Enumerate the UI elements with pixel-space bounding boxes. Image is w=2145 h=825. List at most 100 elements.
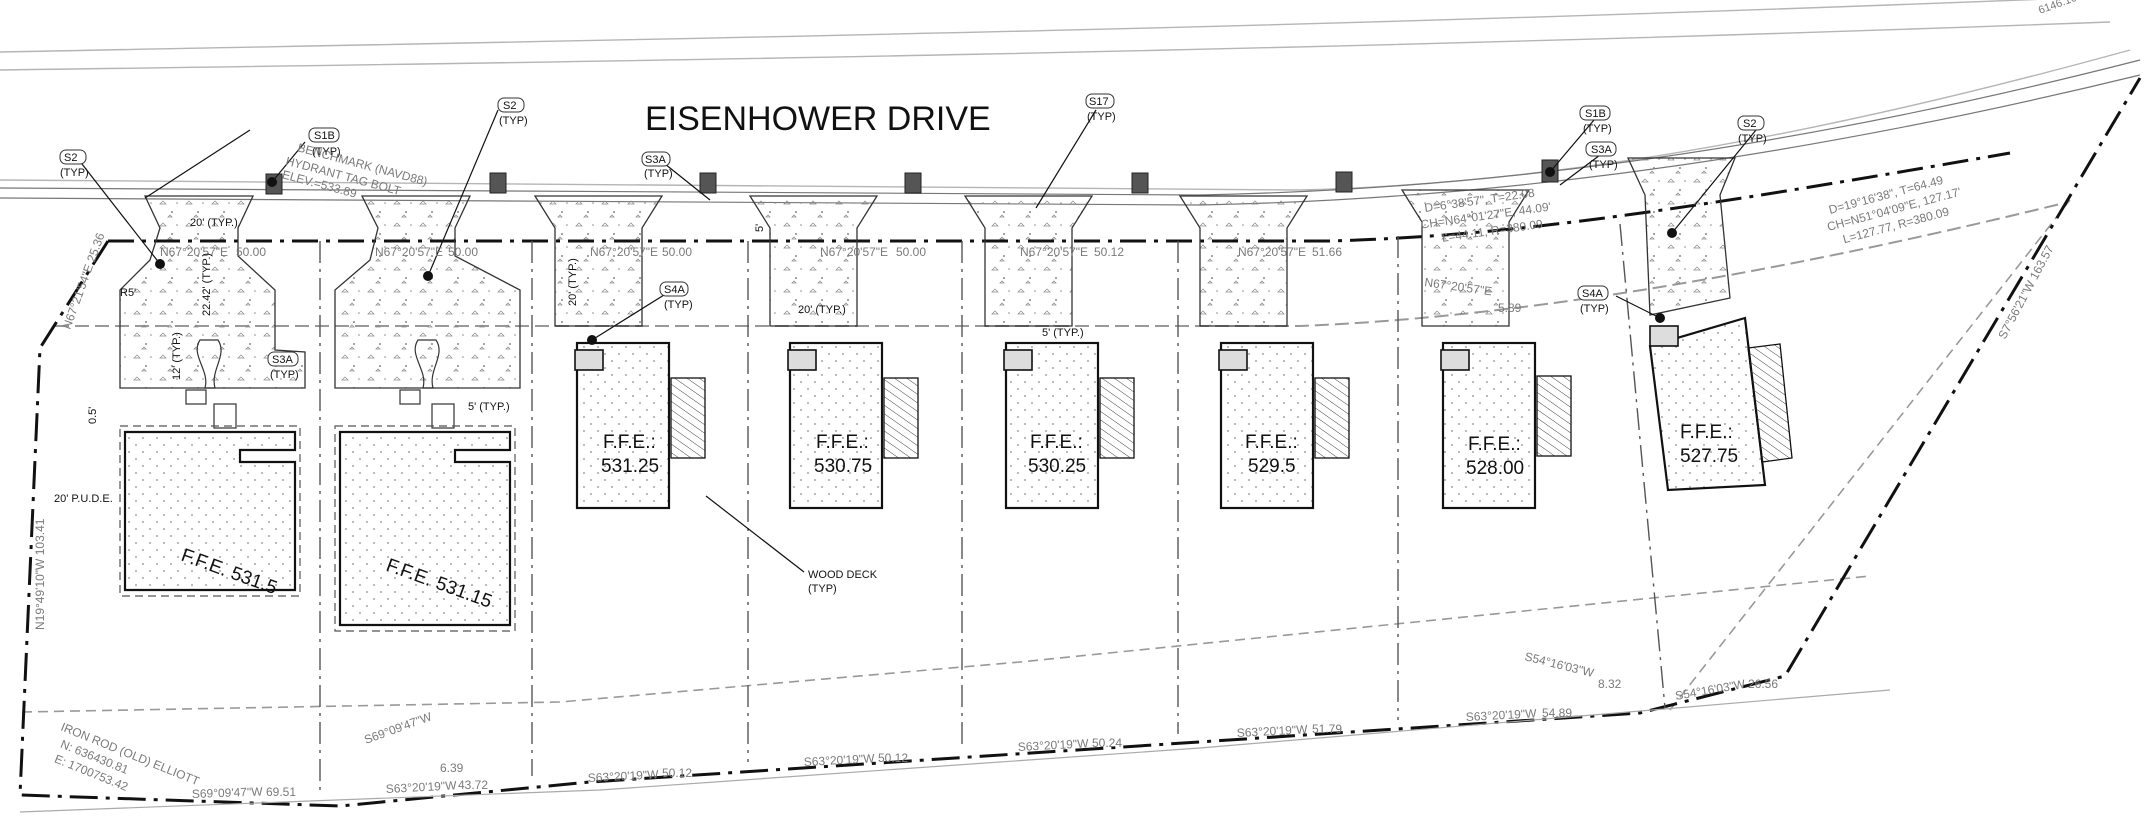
svg-text:N19°49'10"W 103.41: N19°49'10"W 103.41	[33, 518, 47, 630]
house-setbacks	[119, 425, 516, 632]
svg-text:N67°20'57"E: N67°20'57"E	[1020, 245, 1088, 259]
svg-text:(TYP): (TYP)	[1583, 123, 1612, 135]
callout-bubbles	[59, 93, 1765, 367]
ffe-lot-4-label: F.F.E.:	[816, 432, 869, 453]
svg-text:5' (TYP.): 5' (TYP.)	[1042, 327, 1084, 339]
ffe-lot-7-label: F.F.E.:	[1468, 434, 1521, 455]
svg-text:S54°16'03"W: S54°16'03"W	[1523, 649, 1596, 680]
svg-text:43.72: 43.72	[458, 778, 488, 792]
ffe-lot-5-label: F.F.E.:	[1030, 432, 1083, 453]
svg-text:N67°20'57"E: N67°20'57"E	[590, 245, 658, 259]
svg-text:(TYP): (TYP)	[1087, 111, 1116, 123]
svg-text:50.00: 50.00	[896, 245, 926, 259]
svg-text:5' (TYP.): 5' (TYP.)	[468, 401, 510, 413]
svg-text:N67°20'57"E: N67°20'57"E	[820, 245, 888, 259]
svg-text:(TYP): (TYP)	[312, 146, 341, 158]
svg-text:S69°09'47"W: S69°09'47"W	[362, 709, 434, 747]
east-easement-line	[1669, 199, 2071, 711]
house-lot-8	[1648, 316, 1767, 492]
callout-s3a-c: S3A	[272, 354, 293, 366]
svg-text:69.51: 69.51	[266, 785, 296, 799]
callout-s1b-a: S1B	[314, 130, 335, 142]
front-lot-line	[108, 151, 2011, 243]
svg-text:(TYP): (TYP)	[1580, 303, 1609, 315]
svg-text:50.12: 50.12	[878, 751, 908, 765]
svg-text:S63°20'19"W: S63°20'19"W	[803, 751, 875, 769]
svg-text:20' (TYP.): 20' (TYP.)	[190, 217, 238, 229]
ffe-lot-3-label: F.F.E.:	[603, 432, 656, 453]
svg-text:0.5': 0.5'	[87, 407, 99, 424]
svg-text:8.32: 8.32	[1598, 677, 1622, 691]
svg-text:N67°20'57"E: N67°20'57"E	[1238, 245, 1306, 259]
svg-text:6.39: 6.39	[440, 761, 464, 775]
svg-text:S63°20'19"W: S63°20'19"W	[587, 767, 659, 785]
property-boundary	[18, 77, 2142, 808]
svg-text:20' P.U.D.E.: 20' P.U.D.E.	[54, 493, 113, 505]
svg-text:12' (TYP.): 12' (TYP.)	[171, 332, 183, 380]
road-lines	[0, 0, 2131, 191]
front-bearings: N67°20'57"E 50.00 N67°20'57"E 50.00 N67°20…	[160, 245, 1522, 315]
svg-text:50.00: 50.00	[662, 245, 692, 259]
callout-s17: S17	[1089, 96, 1109, 108]
house-lot-1	[123, 430, 297, 592]
svg-text:20' (TYP.): 20' (TYP.)	[567, 258, 579, 306]
svg-text:(TYP): (TYP)	[664, 299, 693, 311]
svg-text:22.42' (TYP.): 22.42' (TYP.)	[201, 253, 213, 316]
svg-text:S54°16'03"W: S54°16'03"W	[1674, 677, 1747, 703]
callout-s3a-a: S3A	[645, 154, 666, 166]
svg-text:50.24: 50.24	[1092, 736, 1122, 750]
svg-text:5': 5'	[754, 224, 766, 232]
house-lot-2	[338, 430, 512, 627]
svg-text:(TYP): (TYP)	[1589, 159, 1618, 171]
callout-s4a-a: S4A	[664, 284, 685, 296]
callout-s2-a: S2	[64, 152, 77, 164]
svg-text:20' (TYP.): 20' (TYP.)	[798, 304, 846, 316]
front-walks	[185, 339, 455, 429]
svg-text:50.12: 50.12	[1094, 245, 1124, 259]
svg-text:N67°21'54"E 25.36: N67°21'54"E 25.36	[60, 231, 108, 331]
callout-s3a-b: S3A	[1591, 144, 1612, 156]
svg-text:N67°20'57"E: N67°20'57"E	[160, 245, 228, 259]
svg-text:51.79: 51.79	[1312, 722, 1342, 736]
utility-boxes	[265, 159, 1559, 195]
wood-deck-label: WOOD DECK	[808, 569, 878, 581]
svg-text:54.89: 54.89	[1542, 706, 1572, 720]
svg-text:50.00: 50.00	[236, 245, 266, 259]
ffe-lot-8-value: 527.75	[1680, 446, 1738, 467]
road-name: EISENHOWER DRIVE	[645, 100, 991, 138]
svg-text:S63°20'19"W: S63°20'19"W	[1017, 736, 1089, 754]
svg-text:S69°09'47"W: S69°09'47"W	[192, 785, 264, 801]
dimension-labels: 20' (TYP.) 20' (TYP.) 5' (TYP.) 5' (TYP.…	[54, 217, 1084, 505]
svg-text:N67°20'57"E: N67°20'57"E	[375, 245, 443, 259]
svg-text:S63°20'19"W: S63°20'19"W	[1236, 722, 1308, 740]
lot-dividers	[319, 223, 1666, 792]
rear-walk-line	[19, 689, 1891, 813]
callout-s2-b: S2	[503, 100, 516, 112]
wood-decks	[670, 343, 1793, 463]
ffe-lot-3-value: 531.25	[601, 456, 659, 477]
setback-line	[55, 203, 2061, 327]
callout-s1b-b: S1B	[1585, 108, 1606, 120]
svg-text:(TYP): (TYP)	[60, 167, 89, 179]
ffe-lot-7-value: 528.00	[1466, 458, 1524, 479]
callout-s4a-b: S4A	[1582, 288, 1603, 300]
svg-text:R5': R5'	[120, 287, 136, 299]
houses	[123, 316, 1767, 627]
leaders	[81, 109, 1757, 573]
driveways	[119, 157, 1736, 389]
porches	[574, 325, 1679, 371]
svg-text:5.89: 5.89	[1498, 301, 1522, 315]
svg-text:S63°20'19"W: S63°20'19"W	[1465, 706, 1537, 724]
svg-text:(TYP): (TYP)	[499, 115, 528, 127]
corner-coordinate: 6146.16	[2037, 0, 2078, 17]
ffe-lot-4-value: 530.75	[814, 456, 872, 477]
svg-text:S7°56'21"W 163.57: S7°56'21"W 163.57	[1995, 243, 2056, 342]
svg-text:50.12: 50.12	[662, 766, 692, 780]
svg-text:S63°20'19"W: S63°20'19"W	[385, 778, 457, 796]
leader-dots	[155, 167, 1677, 345]
ffe-lot-8-label: F.F.E.:	[1680, 422, 1733, 443]
svg-text:26.56: 26.56	[1748, 677, 1778, 691]
rear-easement-line	[21, 575, 1871, 713]
ffe-lot-6-label: F.F.E.:	[1245, 432, 1298, 453]
